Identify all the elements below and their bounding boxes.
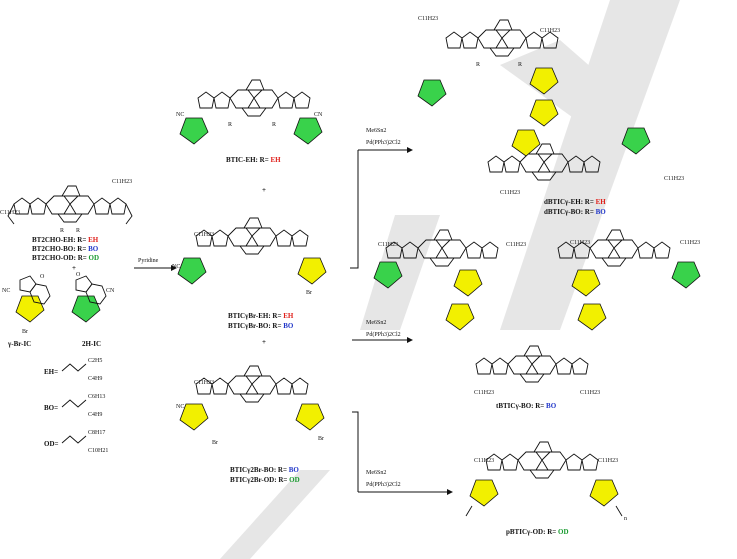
chain-label: C4H9 bbox=[88, 376, 102, 382]
arrow-branch bbox=[350, 150, 359, 269]
plus-sign: + bbox=[262, 338, 266, 346]
c11h23-label: C11H23 bbox=[664, 176, 684, 182]
reagent-label: Me6Sn2 bbox=[366, 470, 386, 476]
nc-label: NC bbox=[176, 112, 184, 118]
c11h23-label: C11H23 bbox=[570, 240, 590, 246]
c11h23-label: C11H23 bbox=[194, 232, 214, 238]
dbtic-bo-label: dBTICγ-BO: R= BO bbox=[544, 208, 606, 216]
br-label: Br bbox=[212, 440, 218, 446]
eh-chain bbox=[61, 363, 87, 372]
od-definition-label: OD= bbox=[44, 440, 59, 448]
c11h23-label: C11H23 bbox=[680, 240, 700, 246]
reagent-label: Pd(PPh3)2Cl2 bbox=[366, 331, 401, 338]
c11h23-label: C11H23 bbox=[540, 28, 560, 34]
bt2cho-molecule: C11H23 C11H23 R R bbox=[0, 179, 133, 234]
c11h23-label: C11H23 bbox=[500, 190, 520, 196]
pbtic-polymer: C11H23 C11H23 n bbox=[465, 441, 627, 522]
r-label: R bbox=[518, 62, 522, 68]
r-label: R bbox=[60, 228, 64, 234]
chain-label: C4H9 bbox=[88, 412, 102, 418]
2h-ic-molecule: O CN bbox=[71, 272, 115, 323]
bo-chain bbox=[61, 399, 87, 408]
od-chain bbox=[61, 435, 87, 444]
plus-sign: + bbox=[72, 264, 76, 272]
c11h23-label: C11H23 bbox=[378, 242, 398, 248]
bticybr-eh-label: BTICγBr-EH: R= EH bbox=[228, 312, 294, 320]
gamma-br-ic-molecule: NC O Br bbox=[2, 274, 51, 335]
reagent-label: Pd(PPh3)2Cl2 bbox=[366, 139, 401, 146]
pyridine-label: Pyridine bbox=[138, 258, 159, 264]
chain-label: C6H13 bbox=[88, 394, 105, 400]
r-label: R bbox=[272, 122, 276, 128]
btic2br-bo-label: BTICγ2Br-BO: R= BO bbox=[230, 466, 299, 474]
n-label: n bbox=[624, 516, 627, 522]
bt2cho-eh-label: BT2CHO-EH: R= EH bbox=[32, 236, 99, 244]
chain-label: C10H21 bbox=[88, 448, 108, 454]
c11h23-label: C11H23 bbox=[580, 390, 600, 396]
arrow-branch bbox=[352, 411, 359, 492]
btic-eh-molecule: NC CN R R bbox=[176, 79, 323, 145]
2h-ic-label: 2H-IC bbox=[82, 340, 101, 348]
c11h23-label: C11H23 bbox=[474, 390, 494, 396]
dbtic-eh-label: dBTICγ-EH: R= EH bbox=[544, 198, 606, 206]
btic-eh-label: BTIC-EH: R= EH bbox=[226, 156, 281, 164]
watermark-stroke bbox=[220, 470, 330, 559]
c11h23-label: C11H23 bbox=[0, 210, 20, 216]
chain-label: C8H17 bbox=[88, 430, 105, 436]
br-label: Br bbox=[306, 290, 312, 296]
eh-definition-label: EH= bbox=[44, 368, 58, 376]
btic2br-molecule: NC C11H23 Br Br bbox=[176, 365, 325, 446]
dbtic-dimer: C11H23 C11H23 C11H23 C11H23 R R bbox=[417, 16, 684, 196]
chain-label: C2H5 bbox=[88, 358, 102, 364]
nc-label: NC bbox=[176, 404, 184, 410]
nc-label: NC bbox=[172, 264, 180, 270]
reagent-label: Pd(PPh3)2Cl2 bbox=[366, 481, 401, 488]
bo-definition-label: BO= bbox=[44, 404, 58, 412]
tbtic-trimer: C11H23 C11H23 C11H23 C11H23 C11H23 C11H2… bbox=[373, 229, 701, 396]
tbtic-bo-label: tBTICγ-BO: R= BO bbox=[496, 402, 557, 410]
pbtic-od-label: pBTICγ-OD: R= OD bbox=[506, 528, 569, 536]
c11h23-label: C11H23 bbox=[474, 458, 494, 464]
btic2br-od-label: BTICγ2Br-OD: R= OD bbox=[230, 476, 300, 484]
cn-label: CN bbox=[106, 288, 115, 294]
gamma-br-ic-label: γ-Br-IC bbox=[7, 340, 31, 348]
nc-label: NC bbox=[2, 288, 10, 294]
c11h23-label: C11H23 bbox=[112, 179, 132, 185]
o-label: O bbox=[76, 272, 81, 278]
c11h23-label: C11H23 bbox=[506, 242, 526, 248]
c11h23-label: C11H23 bbox=[194, 380, 214, 386]
bt2cho-od-label: BT2CHO-OD: R= OD bbox=[32, 254, 99, 262]
br-label: Br bbox=[22, 329, 28, 335]
bt2cho-bo-label: BT2CHO-BO: R= BO bbox=[32, 245, 99, 253]
r-label: R bbox=[228, 122, 232, 128]
br-label: Br bbox=[318, 436, 324, 442]
reagent-label: Me6Sn2 bbox=[366, 128, 386, 134]
r-label: R bbox=[476, 62, 480, 68]
cn-label: CN bbox=[314, 112, 323, 118]
r-label: R bbox=[76, 228, 80, 234]
watermark-stroke bbox=[500, 0, 680, 330]
bticybr-bo-label: BTICγBr-BO: R= BO bbox=[228, 322, 294, 330]
reagent-label: Me6Sn2 bbox=[366, 320, 386, 326]
bticybr-molecule: NC C11H23 Br bbox=[172, 217, 327, 296]
c11h23-label: C11H23 bbox=[598, 458, 618, 464]
plus-sign: + bbox=[262, 186, 266, 194]
c11h23-label: C11H23 bbox=[418, 16, 438, 22]
o-label: O bbox=[40, 274, 45, 280]
